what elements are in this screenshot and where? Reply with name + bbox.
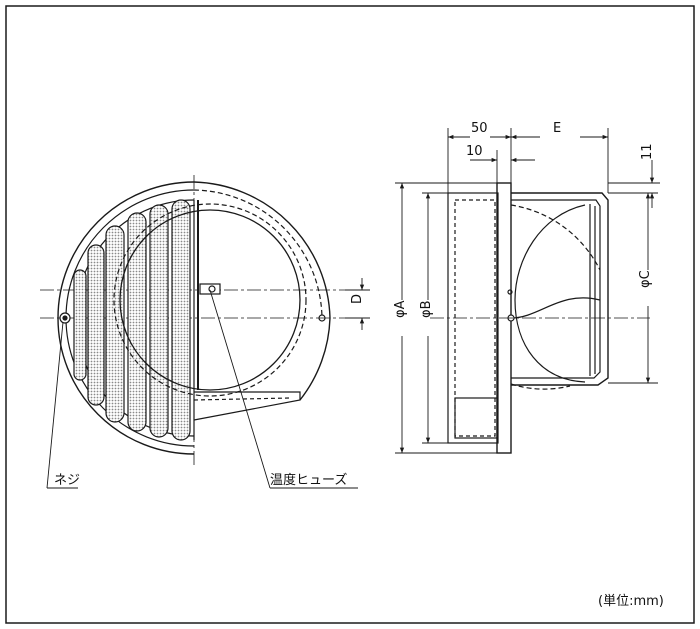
hood-right-outer-arc [193, 181, 331, 401]
mount-hole [318, 314, 326, 322]
dimension-d-label: D [350, 294, 365, 304]
duct-opening-rim [113, 203, 307, 397]
damper-arc [510, 204, 601, 271]
dimension-phi-c-label: φC [638, 270, 653, 288]
dimension-top [447, 128, 609, 193]
louver-blades [73, 199, 191, 441]
hood-outer-arc [57, 181, 195, 455]
dimension-50-label: 50 [471, 121, 488, 136]
dimension-11 [608, 160, 660, 208]
dimension-phi-a [395, 182, 497, 454]
unit-note: (単位:mm) [598, 593, 664, 609]
hood-side [511, 192, 609, 386]
dimension-phi-c [608, 192, 658, 384]
drawing-border [5, 5, 695, 624]
dimension-phi-a-label: φA [393, 300, 408, 318]
hood-curve [514, 204, 586, 383]
fuse-leader [209, 289, 271, 489]
duct-opening [119, 209, 301, 391]
bottom-box [454, 397, 498, 439]
front-view [40, 175, 345, 465]
fuse-label: 温度ヒューズ [270, 472, 347, 488]
dimension-e-label: E [553, 121, 561, 136]
screw-leader [46, 321, 64, 489]
screw-label: ネジ [54, 473, 80, 488]
hood-right-inner-arc [193, 189, 323, 319]
dimension-10-label: 10 [466, 144, 483, 159]
fuse-bracket [199, 283, 221, 295]
dimension-d [345, 278, 370, 330]
front-bottom-spout [193, 391, 301, 421]
dimension-11-label: 11 [640, 143, 655, 160]
dimension-phi-b-label: φB [419, 301, 434, 319]
dimension-phi-b [422, 192, 448, 444]
